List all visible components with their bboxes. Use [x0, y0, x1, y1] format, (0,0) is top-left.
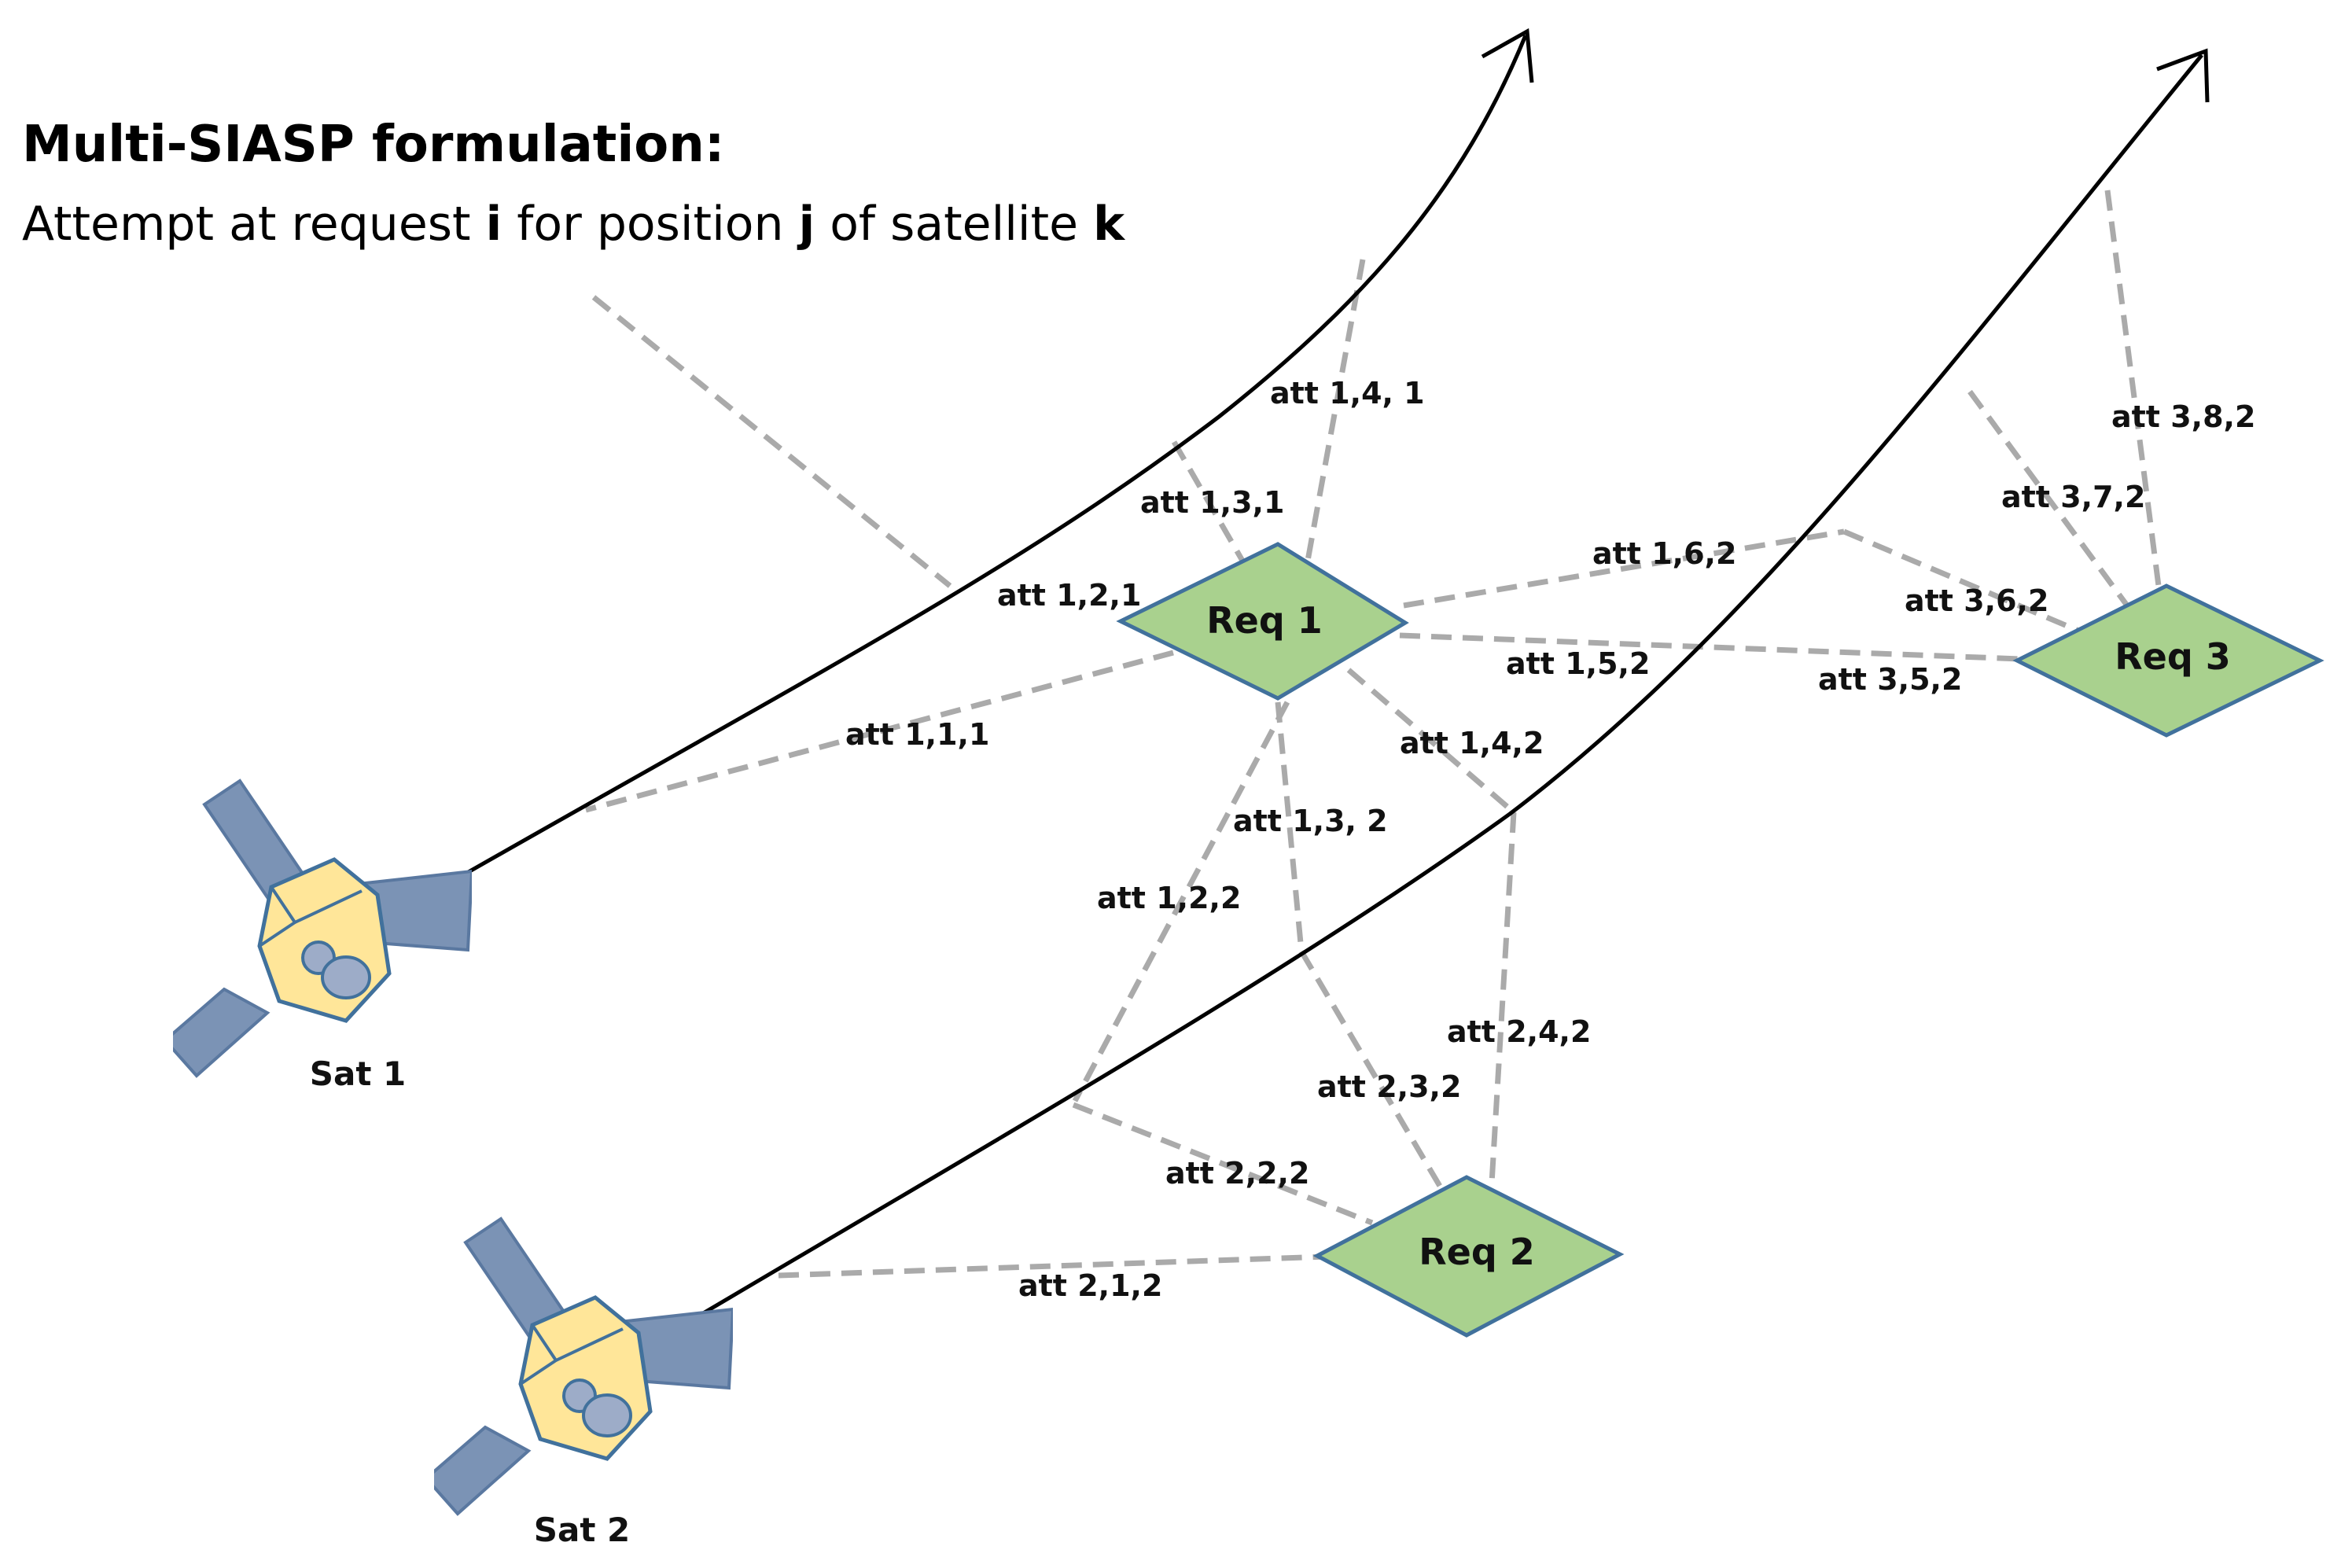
satellite-label-sat2: Sat 2: [534, 1511, 631, 1549]
attempt-label: att 1,2,2: [1097, 881, 1241, 915]
request-label: Req 3: [2115, 635, 2231, 678]
arrow-head-icon: [1481, 28, 1534, 83]
attempt-links: [585, 190, 2162, 1279]
satellite-icon: [426, 1219, 733, 1514]
attempt-label: att 3,5,2: [1818, 662, 1962, 697]
attempt-label: att 1,6,2: [1592, 536, 1736, 571]
attempt-label: att 1,2,1: [997, 578, 1141, 613]
attempt-label: att 1,1,1: [845, 717, 989, 752]
attempt-label: att 1,4, 1: [1270, 376, 1425, 410]
attempt-label: att 2,2,2: [1165, 1156, 1309, 1191]
attempt-labels: att 1,4, 1 att 1,3,1 att 1,2,1 att 1,1,1…: [845, 376, 2255, 1303]
request-req1[interactable]: Req 1: [1116, 542, 1409, 701]
satellite-label-sat1: Sat 1: [310, 1055, 407, 1093]
attempt-label: att 3,6,2: [1905, 583, 2048, 618]
attempt-label: att 3,7,2: [2001, 480, 2145, 514]
satellite-icon: [165, 781, 472, 1076]
diagram-subtitle: Attempt at request i for position j of s…: [22, 197, 1126, 252]
attempt-label: att 3,8,2: [2111, 399, 2255, 434]
attempt-label: att 1,5,2: [1506, 646, 1650, 681]
arrow-head-icon: [2156, 48, 2210, 103]
request-req3[interactable]: Req 3: [2012, 583, 2324, 738]
request-req2[interactable]: Req 2: [1312, 1175, 1625, 1338]
orbit-track-sat2: [668, 53, 2203, 1335]
attempt-label: att 1,4,2: [1400, 726, 1544, 760]
request-label: Req 1: [1206, 599, 1323, 642]
request-label: Req 2: [1419, 1231, 1535, 1273]
attempt-label: att 1,3,1: [1140, 485, 1284, 520]
attempt-label: att 1,3, 2: [1233, 804, 1388, 838]
orbit-track-sat1: [458, 35, 1528, 879]
attempt-label: att 2,4,2: [1447, 1014, 1591, 1049]
attempt-label: att 2,1,2: [1018, 1268, 1162, 1303]
attempt-label: att 2,3,2: [1317, 1069, 1461, 1104]
diagram-title: Multi-SIASP formulation:: [22, 116, 724, 174]
